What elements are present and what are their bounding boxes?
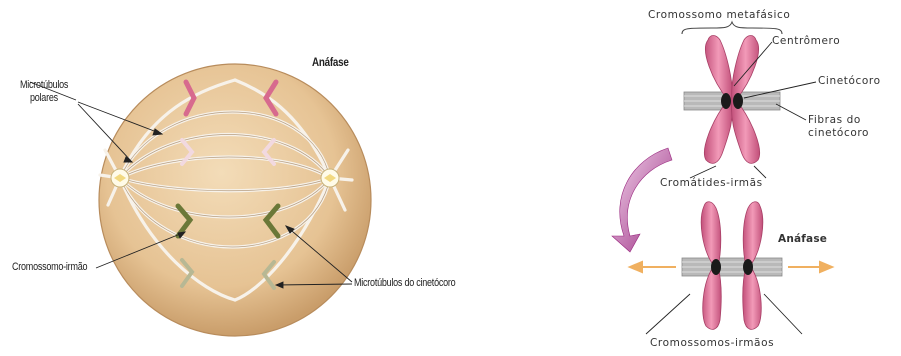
polar-microtubules-label-line1: Microtúbulos <box>20 80 68 92</box>
pole-arrow-left <box>630 262 676 272</box>
polar-microtubules-label-line2: polares <box>30 93 58 105</box>
metaphase-chromosome-label: Cromossomo metafásico <box>648 10 790 21</box>
sister-chromatids-label: Cromátides-irmãs <box>660 178 763 189</box>
kinetochore-fibers-label-line1: Fibras do <box>808 115 861 126</box>
centrosome-left <box>111 169 129 187</box>
anaphase-fibers <box>682 258 782 276</box>
centrosome-right <box>321 169 339 187</box>
sister-chromosome-label: Cromossomo-irmão <box>12 262 87 274</box>
kinetochore-label: Cinetócoro <box>818 76 881 87</box>
sister-chromosomes-label: Cromossomos-irmãos <box>650 338 774 349</box>
kinetochore-left <box>721 93 731 109</box>
pole-arrow-right <box>788 262 832 272</box>
centromere-label: Centrômero <box>772 36 840 47</box>
anaphase-kinetochore-left <box>711 259 721 275</box>
anaphase-kinetochore-right <box>743 259 753 275</box>
anaphase-title-left: Anáfase <box>312 56 349 69</box>
transition-arrow <box>612 148 672 252</box>
anaphase-title-right: Anáfase <box>778 234 827 245</box>
kinetochore-microtubules-label: Microtúbulos do cinetócoro <box>354 278 455 290</box>
kinetochore-fibers-label-line2: cinetócoro <box>808 128 869 139</box>
kinetochore-right <box>733 93 743 109</box>
cell-body <box>99 64 371 336</box>
metaphase-brace <box>682 22 782 34</box>
